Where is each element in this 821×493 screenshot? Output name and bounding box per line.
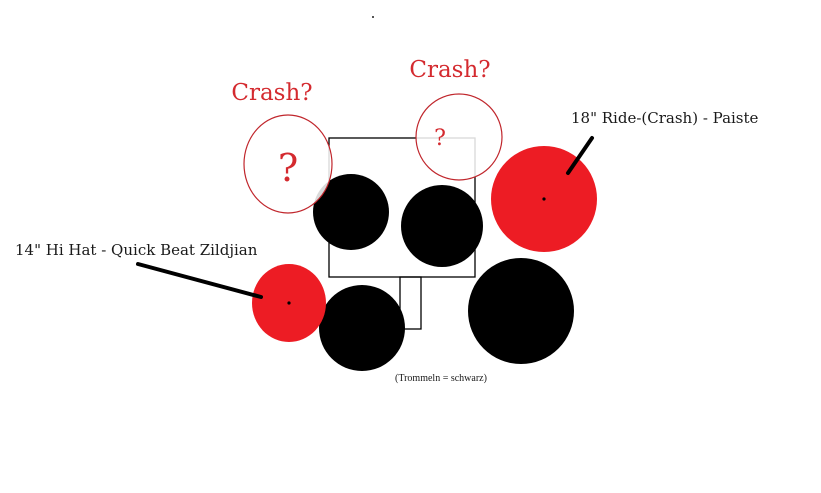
stray-dot: [372, 16, 374, 18]
hihat-pointer-line: [136, 262, 263, 299]
crash-right-label: Crash?: [409, 57, 490, 83]
question-mark-left: ?: [278, 146, 298, 190]
crash-left-outline: [243, 114, 333, 214]
hihat-center-dot: [287, 301, 291, 305]
legend-caption: (Trommeln = schwarz): [395, 373, 487, 384]
ride-caption: 18" Ride-(Crash) - Paiste: [571, 109, 759, 127]
drum-snare: [319, 285, 405, 371]
snare-stand-frame: [399, 276, 422, 330]
ride-pointer-line: [566, 136, 594, 175]
drum-tom-left: [313, 174, 389, 250]
crash-right-outline: [415, 93, 503, 181]
hihat-caption: 14" Hi Hat - Quick Beat Zildjian: [15, 241, 258, 259]
crash-left-label: Crash?: [231, 80, 312, 106]
ride-center-dot: [542, 197, 546, 201]
drum-floor-tom: [468, 258, 574, 364]
question-mark-right: ?: [434, 126, 446, 151]
drum-tom-right: [401, 185, 483, 267]
